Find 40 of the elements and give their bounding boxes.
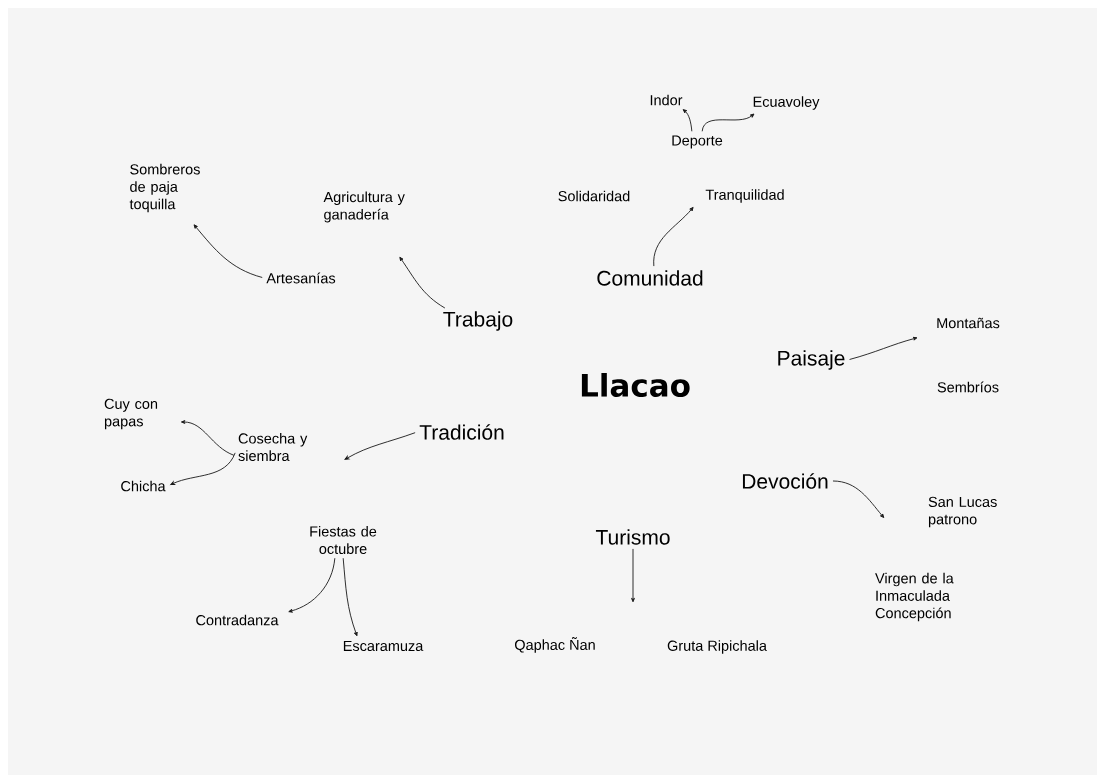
subtopic-text: Artesanías bbox=[266, 272, 336, 284]
arrow bbox=[342, 557, 358, 637]
arrow bbox=[288, 557, 336, 613]
subtopic-text: Agricultura y ganadería bbox=[323, 191, 405, 223]
subtopic-text: Solidaridad bbox=[558, 190, 630, 202]
arrow bbox=[653, 206, 694, 267]
arrow bbox=[344, 432, 416, 460]
subtopic-text: San Lucas patrono bbox=[928, 496, 997, 528]
arrow bbox=[180, 420, 235, 456]
subtopic-text: Fiestas de octubre bbox=[310, 525, 377, 554]
topic-text: Trabajo bbox=[443, 311, 513, 331]
subtopic-text: Escaramuza bbox=[343, 640, 424, 652]
topic-text: Comunidad bbox=[597, 270, 703, 286]
subtopic-text: Gruta Ripichala bbox=[667, 640, 767, 654]
subtopic-text: Tranquilidad bbox=[705, 189, 784, 203]
arrow bbox=[170, 452, 236, 486]
subtopic-text: Sembríos bbox=[937, 381, 999, 393]
subtopic-text: Qaphac Ñan bbox=[515, 637, 595, 653]
arrow bbox=[832, 480, 885, 519]
subtopic-text: Contradanza bbox=[196, 614, 279, 626]
topic-text: Tradición bbox=[419, 424, 504, 440]
subtopic-text: Cosecha y siembra bbox=[238, 432, 308, 461]
subtopic-text: Indor bbox=[650, 94, 683, 106]
topic-text: Devoción bbox=[742, 473, 828, 489]
arrow bbox=[701, 113, 755, 132]
arrow bbox=[193, 224, 263, 278]
subtopic-text: Montañas bbox=[937, 317, 1000, 329]
subtopic-text: Ecuavoley bbox=[753, 96, 820, 110]
subtopic-text: Virgen de la Inmaculada Concepción bbox=[875, 572, 954, 622]
subtopic-text: Cuy con papas bbox=[104, 398, 158, 430]
subtopic-text: Chicha bbox=[121, 480, 166, 492]
subtopic-text: Deporte bbox=[672, 135, 723, 149]
arrow bbox=[631, 548, 635, 603]
subtopic-text: Sombreros de paja toquilla bbox=[129, 163, 200, 213]
arrow bbox=[849, 336, 918, 360]
topic-text: Paisaje bbox=[778, 350, 845, 370]
arrow bbox=[682, 109, 693, 132]
central-title: Llacao bbox=[581, 373, 690, 397]
arrow bbox=[399, 256, 446, 309]
topic-text: Turismo bbox=[595, 529, 670, 545]
